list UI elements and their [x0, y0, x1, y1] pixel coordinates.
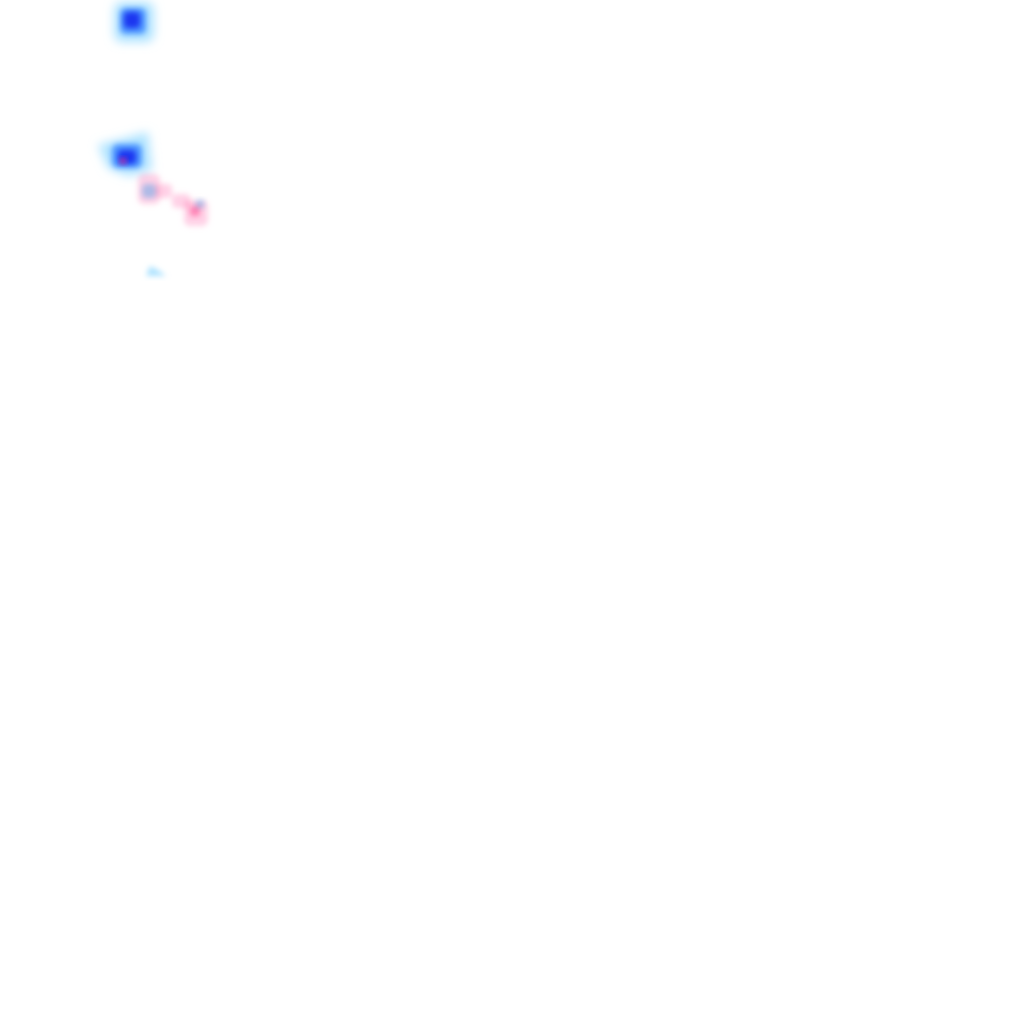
- precip-blob: [190, 206, 200, 216]
- precip-blob: [124, 12, 140, 28]
- precip-cell-south: [146, 266, 166, 276]
- precip-blob: [120, 158, 126, 164]
- precip-cell-north: [114, 2, 154, 42]
- precip-blob: [146, 266, 166, 276]
- precip-cell-central: [98, 132, 152, 176]
- precip-band-southeast: [138, 174, 208, 226]
- precip-blob: [142, 184, 156, 198]
- precip-blob: [196, 200, 204, 208]
- precip-blob: [156, 184, 172, 198]
